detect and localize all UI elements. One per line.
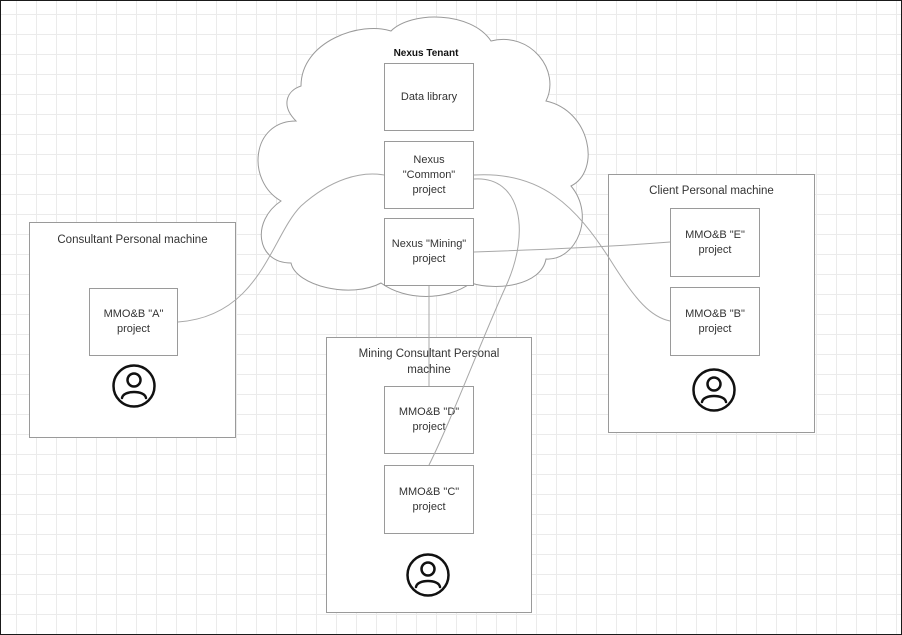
nexus-tenant-label: Nexus Tenant [393, 48, 459, 59]
data-library-node[interactable]: Data library [384, 63, 474, 131]
client-machine-title: Client Personal machine [649, 185, 774, 197]
user-circle-icon [406, 553, 450, 597]
mining-consultant-machine-title: Mining Consultant Personal machine [358, 348, 500, 376]
mmob-d-node[interactable]: MMO&B "D" project [384, 386, 474, 454]
user-circle-icon [692, 368, 736, 412]
mmob-a-node[interactable]: MMO&B "A" project [89, 288, 178, 356]
mmob-e-node[interactable]: MMO&B "E" project [670, 208, 760, 277]
user-circle-icon [112, 364, 156, 408]
mmob-b-node[interactable]: MMO&B "B" project [670, 287, 760, 356]
nexus-common-node[interactable]: Nexus "Common" project [384, 141, 474, 209]
mmob-c-node[interactable]: MMO&B "C" project [384, 465, 474, 534]
consultant-machine-title: Consultant Personal machine [57, 234, 208, 246]
nexus-mining-node[interactable]: Nexus "Mining" project [384, 218, 474, 286]
